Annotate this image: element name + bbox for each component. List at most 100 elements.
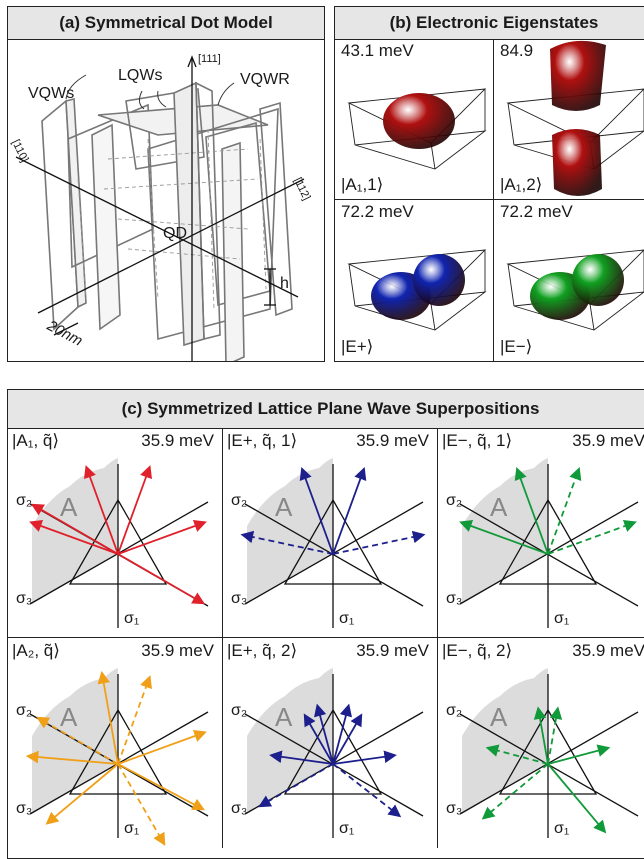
eigenstate-plot [347,88,487,170]
sigma-3-label: σ₃ [16,590,33,607]
region-label: A [490,492,508,522]
sigma-1-label: σ₁ [124,820,140,837]
eigenstate-cell: 43.1 meV|A₁,1⟩ [335,39,494,200]
sigma-2-label: σ₂ [231,702,248,719]
region-label: A [490,702,508,732]
state-energy: 35.9 meV [356,641,429,660]
sigma-3-label: σ₃ [16,800,33,817]
state-energy: 35.9 meV [572,641,644,660]
state-label: |A₂, q̃⟩ [12,641,60,660]
wavevector-arrow [117,465,152,555]
symmetry-diagram [29,458,209,628]
wavefunction-lobe-bottom [552,129,602,196]
wavevector-arrow [485,744,549,765]
state-label: |E−, q̃, 1⟩ [442,431,513,450]
sigma-2-label: σ₂ [446,492,463,509]
wavevector-arrow [97,670,119,765]
sigma-2-label: σ₂ [231,492,248,509]
wavevector-arrow [547,467,582,555]
state-label: |E−, q̃, 2⟩ [442,641,513,660]
wavevector-arrow [314,703,334,765]
eigenstate-energy: 72.2 meV [341,202,414,221]
wavevector-arrow [258,763,334,808]
wavevector-arrow [533,706,549,765]
label-lqws: LQWs [118,67,163,84]
wavevector-arrow [29,520,119,555]
wavevector-arrow [547,744,611,765]
label-h: h [280,275,289,292]
eigenstate-plot [506,40,644,196]
wavevector-arrow [303,713,334,765]
symmetry-diagram [244,668,424,838]
label-qd: QD [163,225,187,242]
dot-model-drawing [15,55,305,361]
symmetry-diagram [459,458,639,628]
eigenstate-label: |A₁,2⟩ [500,175,543,194]
panel-b-electronic-eigenstates: (b) Electronic Eigenstates 43.1 meV|A₁,1… [334,6,644,362]
wavevector-arrow [117,520,207,555]
sigma-1-label: σ₁ [339,610,355,627]
wavevector-arrow [269,750,334,765]
state-energy: 35.9 meV [572,431,644,450]
wavevector-arrow [332,763,402,818]
wavevector-arrow [30,503,119,555]
panel-a-symmetrical-dot-model: (a) Symmetrical Dot Model [7,6,325,362]
wavevector-arrow [547,763,607,834]
irreducible-region [462,458,548,604]
wavevector-arrow [332,467,367,555]
symmetry-diagram [25,668,209,846]
state-label: |E+, q̃, 1⟩ [227,431,298,450]
sigma-1-label: σ₁ [339,820,355,837]
sigma-2-label: σ₂ [16,492,33,509]
eigenstate-energy: 43.1 meV [341,41,414,60]
sigma-2-label: σ₂ [16,702,33,719]
wavevector-arrow [117,730,207,765]
irreducible-region [32,668,118,814]
eigenstate-label: |E+⟩ [341,337,374,356]
wavevector-arrow [481,763,549,820]
region-label: A [60,702,78,732]
wavefunction-lobe-right [572,254,624,306]
sigma-3-label: σ₃ [446,800,463,817]
state-label: |E+, q̃, 2⟩ [227,641,298,660]
irreducible-region [247,458,333,604]
symmetry-diagram [240,458,426,628]
panel-a-title: (a) Symmetrical Dot Model [8,7,324,40]
irreducible-region [462,668,548,814]
wavevector-arrow [299,467,334,555]
state-energy: 35.9 meV [141,641,214,660]
wavevector-arrow [547,706,563,765]
irreducible-region [32,458,118,604]
wavevector-arrow [117,763,166,846]
wavevector-arrow [117,675,152,765]
eigenstate-plot [506,249,644,331]
region-label: A [275,702,293,732]
wavevector-arrow [332,530,426,555]
wavevector-arrow [240,530,334,555]
panel-c-title: (c) Symmetrized Lattice Plane Wave Super… [8,390,644,429]
symmetry-diagram [459,668,639,838]
eigenstate-cell: 84.9|A₁,2⟩ [494,39,644,200]
panel-b-title: (b) Electronic Eigenstates [335,7,644,40]
sigma-1-label: σ₁ [124,610,140,627]
sigma-1-label: σ₁ [554,610,570,627]
sigma-3-label: σ₃ [446,590,463,607]
eigenstate-label: |E−⟩ [500,337,533,356]
wavevector-arrow [36,716,119,765]
wavevector-arrow [547,520,637,555]
wavevector-arrow [84,465,119,555]
wavevector-arrow [332,750,397,765]
state-energy: 35.9 meV [141,431,214,450]
eigenstate-cell: 72.2 meV|E−⟩ [494,200,644,361]
region-label: A [60,492,78,522]
wavevector-arrow [459,520,549,555]
irreducible-region [247,668,333,814]
wavefunction-lobe-right [413,254,465,306]
wavevector-arrow [117,553,206,605]
